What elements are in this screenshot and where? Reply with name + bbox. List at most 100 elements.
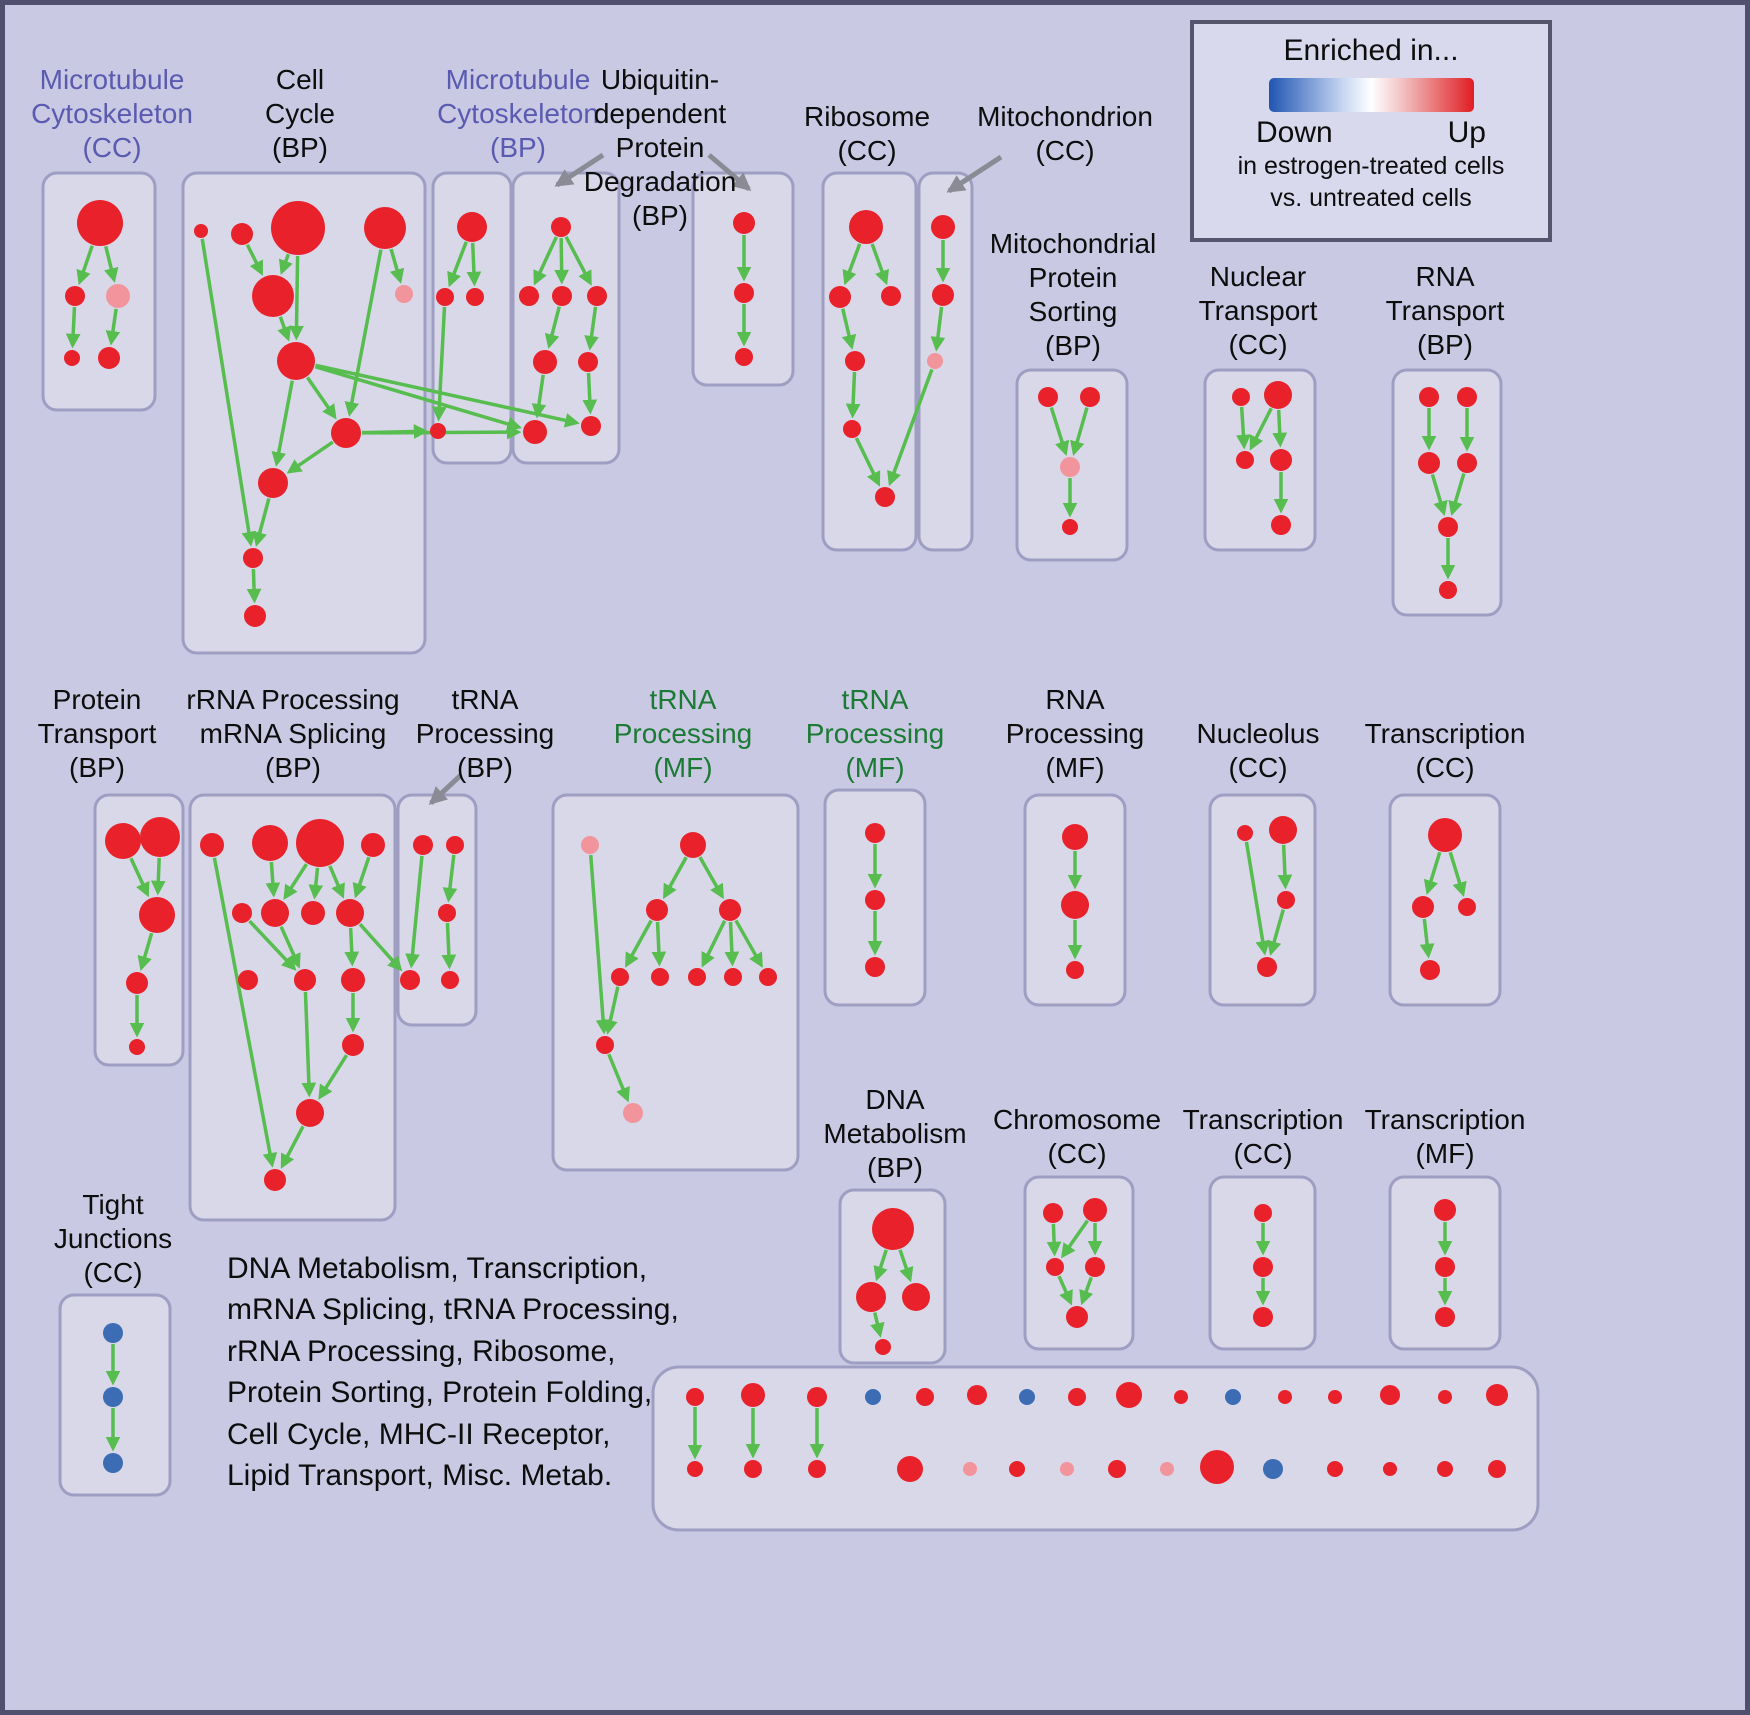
go-term-node (64, 350, 80, 366)
go-term-node (232, 903, 252, 923)
go-term-node (341, 968, 365, 992)
go-term-node (1225, 1389, 1241, 1405)
edge-arrow (305, 376, 337, 420)
edge-arrow (1049, 406, 1070, 457)
go-term-node (581, 416, 601, 436)
go-term-node (807, 1387, 827, 1407)
edge-arrow (277, 316, 292, 342)
edge-arrow (271, 380, 295, 467)
edge-arrow (584, 306, 599, 351)
go-term-node (552, 286, 572, 306)
go-term-node (808, 1460, 826, 1478)
go-term-node (252, 275, 294, 317)
edge-arrow (842, 243, 862, 286)
edge-arrow (724, 921, 740, 967)
edge-arrow (104, 245, 119, 283)
edge-arrow (1079, 1276, 1094, 1306)
go-term-node (1061, 891, 1089, 919)
go-term-node (126, 972, 148, 994)
go-term-node (1085, 1257, 1105, 1277)
edge-arrow (841, 308, 857, 350)
edge-arrow (544, 306, 561, 349)
go-term-node (436, 288, 454, 306)
go-term-node (294, 969, 316, 991)
edge-arrow (361, 424, 429, 439)
go-term-node (261, 899, 289, 927)
go-term-node (856, 1282, 886, 1312)
edge-arrow (105, 308, 121, 346)
go-term-node (916, 1388, 934, 1406)
edge-arrow (589, 854, 611, 1035)
network-canvas (41, 152, 1540, 1532)
cluster-box (1208, 793, 1317, 1007)
go-term-node (1383, 1462, 1397, 1476)
go-term-node (1412, 896, 1434, 918)
go-term-node (1458, 898, 1476, 916)
edge-arrow (607, 1053, 630, 1103)
go-term-node (1457, 453, 1477, 473)
edge-arrow (734, 919, 763, 968)
go-term-node (77, 200, 123, 246)
cluster-box (1391, 368, 1503, 617)
go-term-node (1236, 451, 1254, 469)
go-term-node (296, 1099, 324, 1127)
edge-arrow (301, 991, 317, 1098)
edge-arrow (389, 248, 405, 284)
go-term-node (902, 1283, 930, 1311)
go-term-node (533, 350, 557, 374)
edge-arrow (431, 306, 447, 422)
go-term-node (1253, 1307, 1273, 1327)
go-term-node (1434, 1199, 1456, 1221)
go-term-node (342, 1034, 364, 1056)
cluster-box (917, 171, 974, 552)
edge-arrow (845, 371, 861, 419)
go-term-node (252, 825, 288, 861)
cluster-box (431, 171, 513, 465)
go-term-node (1486, 1384, 1508, 1406)
go-term-node (1160, 1462, 1174, 1476)
edge-arrow (283, 863, 308, 900)
edge-arrow (533, 236, 558, 286)
go-term-node (466, 288, 484, 306)
go-term-node (1062, 519, 1078, 535)
go-term-node (897, 1456, 923, 1482)
go-term-node (1043, 1203, 1063, 1223)
go-term-node (724, 968, 742, 986)
cluster-box (1388, 793, 1502, 1007)
go-term-node (1009, 1461, 1025, 1477)
go-term-node (1271, 515, 1291, 535)
edge-arrow (447, 241, 468, 288)
edge-arrow (1057, 1275, 1073, 1306)
go-term-node (735, 348, 753, 366)
edge-arrow (564, 235, 592, 286)
go-term-node (1269, 816, 1297, 844)
go-term-node (264, 1169, 286, 1191)
go-term-node (1419, 387, 1439, 407)
cluster-box (838, 1188, 947, 1365)
edge-arrow (286, 440, 334, 474)
edge-arrow (531, 374, 547, 419)
go-term-node (105, 823, 141, 859)
go-term-node (1418, 452, 1440, 474)
edge-arrow (358, 923, 403, 972)
go-term-node (1439, 581, 1457, 599)
edge-arrow (854, 437, 881, 487)
go-term-node (243, 548, 263, 568)
edge-arrow (279, 925, 301, 969)
go-term-node (103, 1453, 123, 1473)
edge-arrow (248, 919, 297, 971)
go-term-node (1428, 818, 1462, 852)
go-term-node (719, 899, 741, 921)
go-term-node (1038, 387, 1058, 407)
go-term-node (277, 342, 315, 380)
go-term-node (139, 897, 175, 933)
edge-arrow (1046, 1223, 1062, 1257)
edge-arrow (344, 249, 383, 417)
edge-arrow (603, 986, 620, 1035)
go-term-node (872, 1208, 914, 1250)
go-term-node (963, 1462, 977, 1476)
go-term-node (578, 352, 598, 372)
go-term-node (194, 224, 208, 238)
edge-arrow (1448, 851, 1467, 897)
cluster-box (396, 793, 478, 1027)
